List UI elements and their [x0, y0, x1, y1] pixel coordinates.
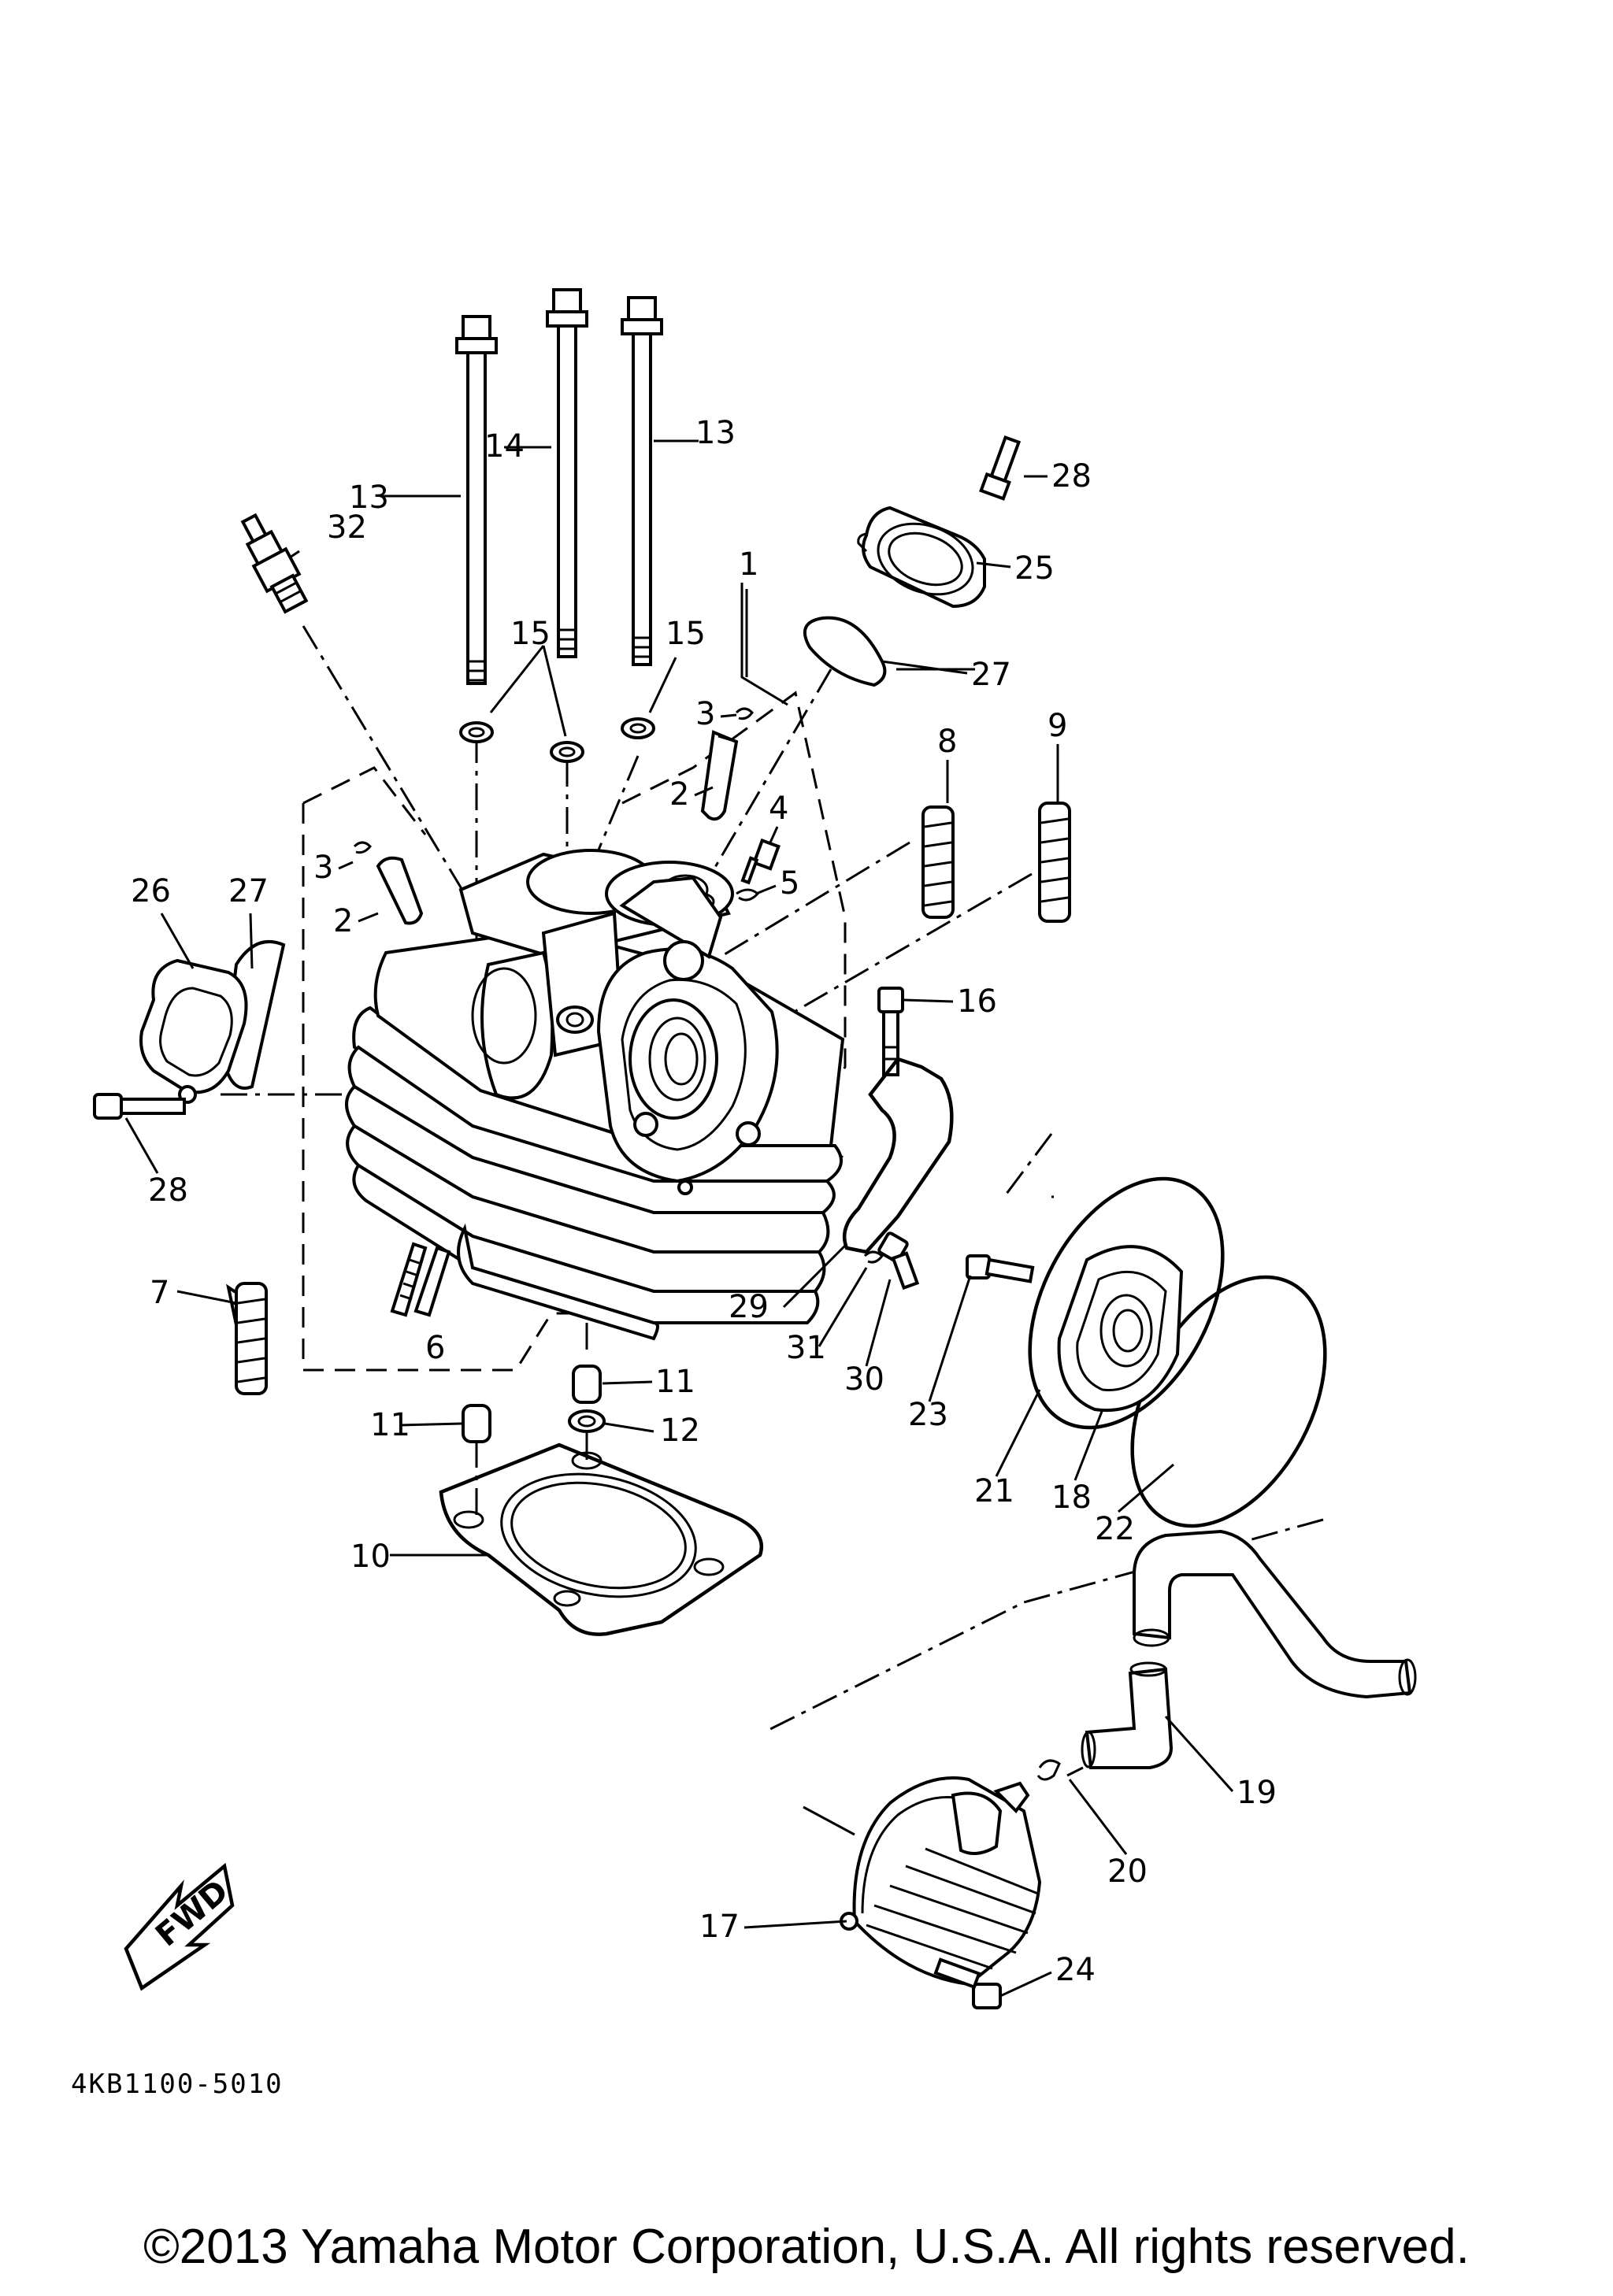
spark-plug-icon — [240, 513, 309, 614]
circlip-icon — [353, 707, 754, 854]
callout-30: 30 — [844, 1361, 884, 1398]
callout-6: 6 — [425, 1330, 445, 1366]
bolt-icon — [877, 987, 904, 1076]
callout-27: 27 — [971, 657, 1011, 693]
callout-27: 27 — [228, 873, 269, 909]
seal-ring-icon — [736, 888, 760, 902]
callout-32: 32 — [327, 509, 367, 546]
hose-icon — [1081, 1529, 1417, 1769]
callout-4: 4 — [769, 791, 788, 827]
callout-26: 26 — [131, 873, 171, 909]
callout-31: 31 — [786, 1330, 826, 1366]
callout-leaders — [124, 475, 1234, 1998]
callout-29: 29 — [729, 1289, 769, 1325]
diagram-code: 4KB1100-5010 — [71, 2068, 284, 2100]
callout-2: 2 — [669, 776, 689, 813]
callout-11: 11 — [655, 1364, 695, 1400]
valve-cover-icon — [857, 505, 986, 609]
callout-14: 14 — [484, 428, 525, 465]
callout-15: 15 — [666, 616, 706, 652]
callout-9: 9 — [1048, 708, 1067, 744]
gasket-icon — [842, 1057, 954, 1254]
callout-15: 15 — [510, 616, 551, 652]
side-cover-icon — [139, 940, 286, 1104]
bolt-icon — [979, 435, 1022, 501]
callout-16: 16 — [957, 983, 997, 1020]
head-bolt-right — [621, 296, 663, 666]
callout-22: 22 — [1095, 1511, 1135, 1547]
callout-2: 2 — [333, 903, 353, 939]
callout-20: 20 — [1107, 1853, 1148, 1890]
callout-1: 1 — [739, 546, 758, 583]
bolt-icon — [93, 1093, 186, 1120]
callout-13: 13 — [695, 415, 736, 451]
callout-19: 19 — [1237, 1775, 1277, 1811]
gasket-icon — [803, 616, 887, 687]
callout-28: 28 — [1051, 458, 1092, 494]
seal-ring-icon — [863, 1250, 884, 1264]
washer-icon — [459, 717, 655, 763]
cylinder-head-icon — [345, 849, 845, 1341]
callout-7: 7 — [150, 1275, 169, 1311]
gasket-icon — [439, 1442, 763, 1636]
cover-plate-icon — [1057, 1245, 1184, 1413]
callout-10: 10 — [350, 1539, 391, 1575]
callout-21: 21 — [974, 1473, 1014, 1509]
air-cover-icon — [840, 1776, 1042, 1987]
head-bolt-center — [546, 288, 588, 658]
callout-13: 13 — [349, 480, 389, 516]
callout-28: 28 — [148, 1172, 188, 1209]
bolt-icon — [877, 1231, 1035, 1291]
callout-3: 3 — [695, 696, 715, 732]
callout-5: 5 — [780, 865, 799, 902]
callout-24: 24 — [1055, 1952, 1096, 1988]
callout-labels: 1 2 2 3 3 4 5 6 7 8 9 10 11 11 12 13 13 … — [131, 415, 1277, 1988]
copyright-notice: ©2013 Yamaha Motor Corporation, U.S.A. A… — [143, 2220, 1470, 2274]
callout-23: 23 — [908, 1397, 948, 1433]
bolt-icon — [740, 838, 781, 885]
dowel-pin-icon — [235, 802, 1071, 1395]
washer-icon — [568, 1409, 606, 1433]
forward-arrow-icon: FWD — [124, 1862, 235, 1991]
valve-guide-icon — [376, 730, 739, 925]
dowel-pin-icon — [462, 1365, 602, 1443]
callout-25: 25 — [1014, 550, 1055, 587]
clamp-icon — [1036, 1759, 1084, 1781]
head-bolt-left — [455, 315, 498, 685]
callout-17: 17 — [699, 1909, 740, 1945]
callout-18: 18 — [1051, 1479, 1092, 1516]
callout-3: 3 — [313, 850, 333, 886]
callout-8: 8 — [937, 724, 957, 760]
callout-12: 12 — [660, 1413, 700, 1449]
